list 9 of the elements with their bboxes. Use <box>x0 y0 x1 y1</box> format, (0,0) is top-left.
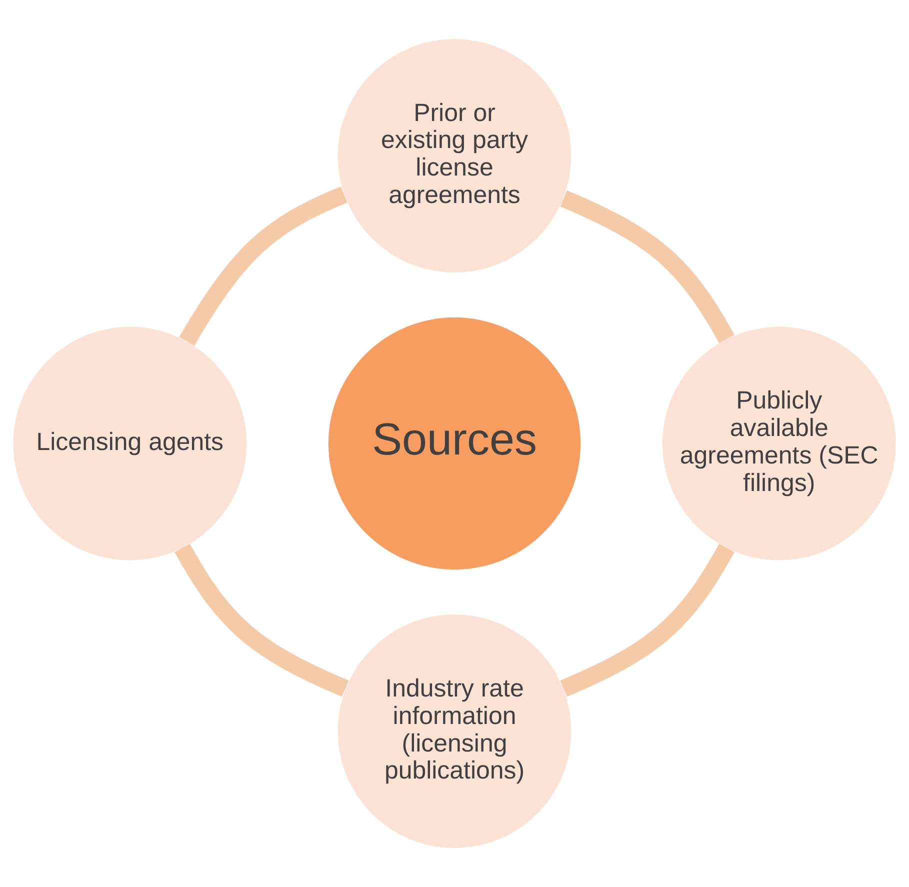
connector <box>560 544 734 697</box>
node-circle: Industry rate information (licensing publications) <box>338 614 572 848</box>
connector <box>560 190 734 344</box>
node-circle: Licensing agents <box>13 326 247 560</box>
connector <box>179 186 348 346</box>
node-circle: Sources <box>328 317 581 570</box>
node-circle: Prior or existing party license agreements <box>338 39 572 272</box>
node-circle: Publicly available agreements (SEC filings) <box>662 326 896 560</box>
connector <box>174 544 349 697</box>
